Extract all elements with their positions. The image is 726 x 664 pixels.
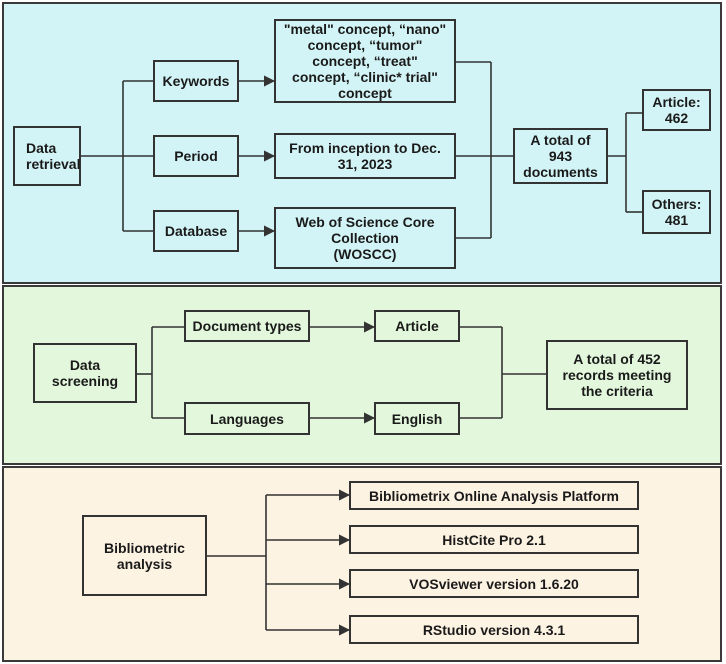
tool-histcite: HistCite Pro 2.1 — [349, 525, 639, 554]
languages-box: Languages — [184, 402, 310, 435]
bibliometric-analysis-panel — [2, 466, 722, 662]
tool-bibliometrix: Bibliometrix Online Analysis Platform — [349, 481, 639, 510]
tool-vosviewer: VOSviewer version 1.6.20 — [349, 569, 639, 598]
total-records-box: A total of 452 records meeting the crite… — [546, 340, 688, 410]
document-types-box: Document types — [184, 310, 310, 342]
keywords-box: Keywords — [153, 60, 239, 102]
bibliometric-analysis-box: Bibliometric analysis — [82, 515, 207, 596]
tool-rstudio: RStudio version 4.3.1 — [349, 615, 639, 644]
database-detail-box: Web of Science Core Collection (WOSCC) — [274, 207, 456, 269]
others-count-box: Others: 481 — [642, 190, 711, 234]
english-language-box: English — [374, 402, 460, 435]
article-type-box: Article — [374, 310, 460, 342]
data-screening-panel — [2, 285, 722, 465]
database-box: Database — [153, 210, 239, 252]
article-count-box: Article: 462 — [642, 89, 711, 131]
data-screening-box: Data screening — [33, 343, 137, 403]
period-detail-box: From inception to Dec. 31, 2023 — [274, 133, 456, 179]
data-retrieval-box: Data retrieval — [13, 126, 81, 186]
data-retrieval-panel — [2, 2, 722, 284]
keywords-detail-box: "metal" concept, “nano" concept, “tumor"… — [274, 19, 456, 103]
period-box: Period — [153, 135, 239, 177]
total-documents-box: A total of 943 documents — [513, 128, 608, 184]
